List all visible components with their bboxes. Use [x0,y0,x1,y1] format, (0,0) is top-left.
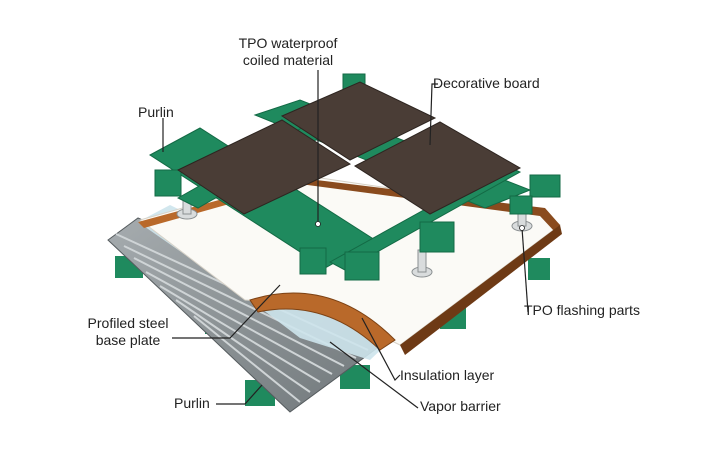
label-tpo-waterproof: TPO waterproof coiled material [232,35,344,69]
label-decorative-board: Decorative board [433,75,540,91]
leader-lines [162,70,529,409]
label-profiled-steel-line2: base plate [95,332,161,348]
leader-arrows [315,221,525,231]
label-tpo-flashing: TPO flashing parts [524,302,640,318]
label-purlin-top: Purlin [138,104,174,120]
label-vapor-barrier: Vapor barrier [420,398,501,414]
label-tpo-waterproof-line2: coiled material [242,52,334,68]
label-profiled-steel: Profiled steel base plate [82,315,174,349]
insulation-curl [249,292,396,351]
decorative-boards [176,81,522,215]
label-insulation-layer: Insulation layer [400,367,495,383]
support-pedestals [176,195,533,278]
label-profiled-steel-line1: Profiled steel [87,315,169,331]
label-purlin-bottom: Purlin [174,395,210,411]
label-tpo-waterproof-line1: TPO waterproof [238,35,338,51]
